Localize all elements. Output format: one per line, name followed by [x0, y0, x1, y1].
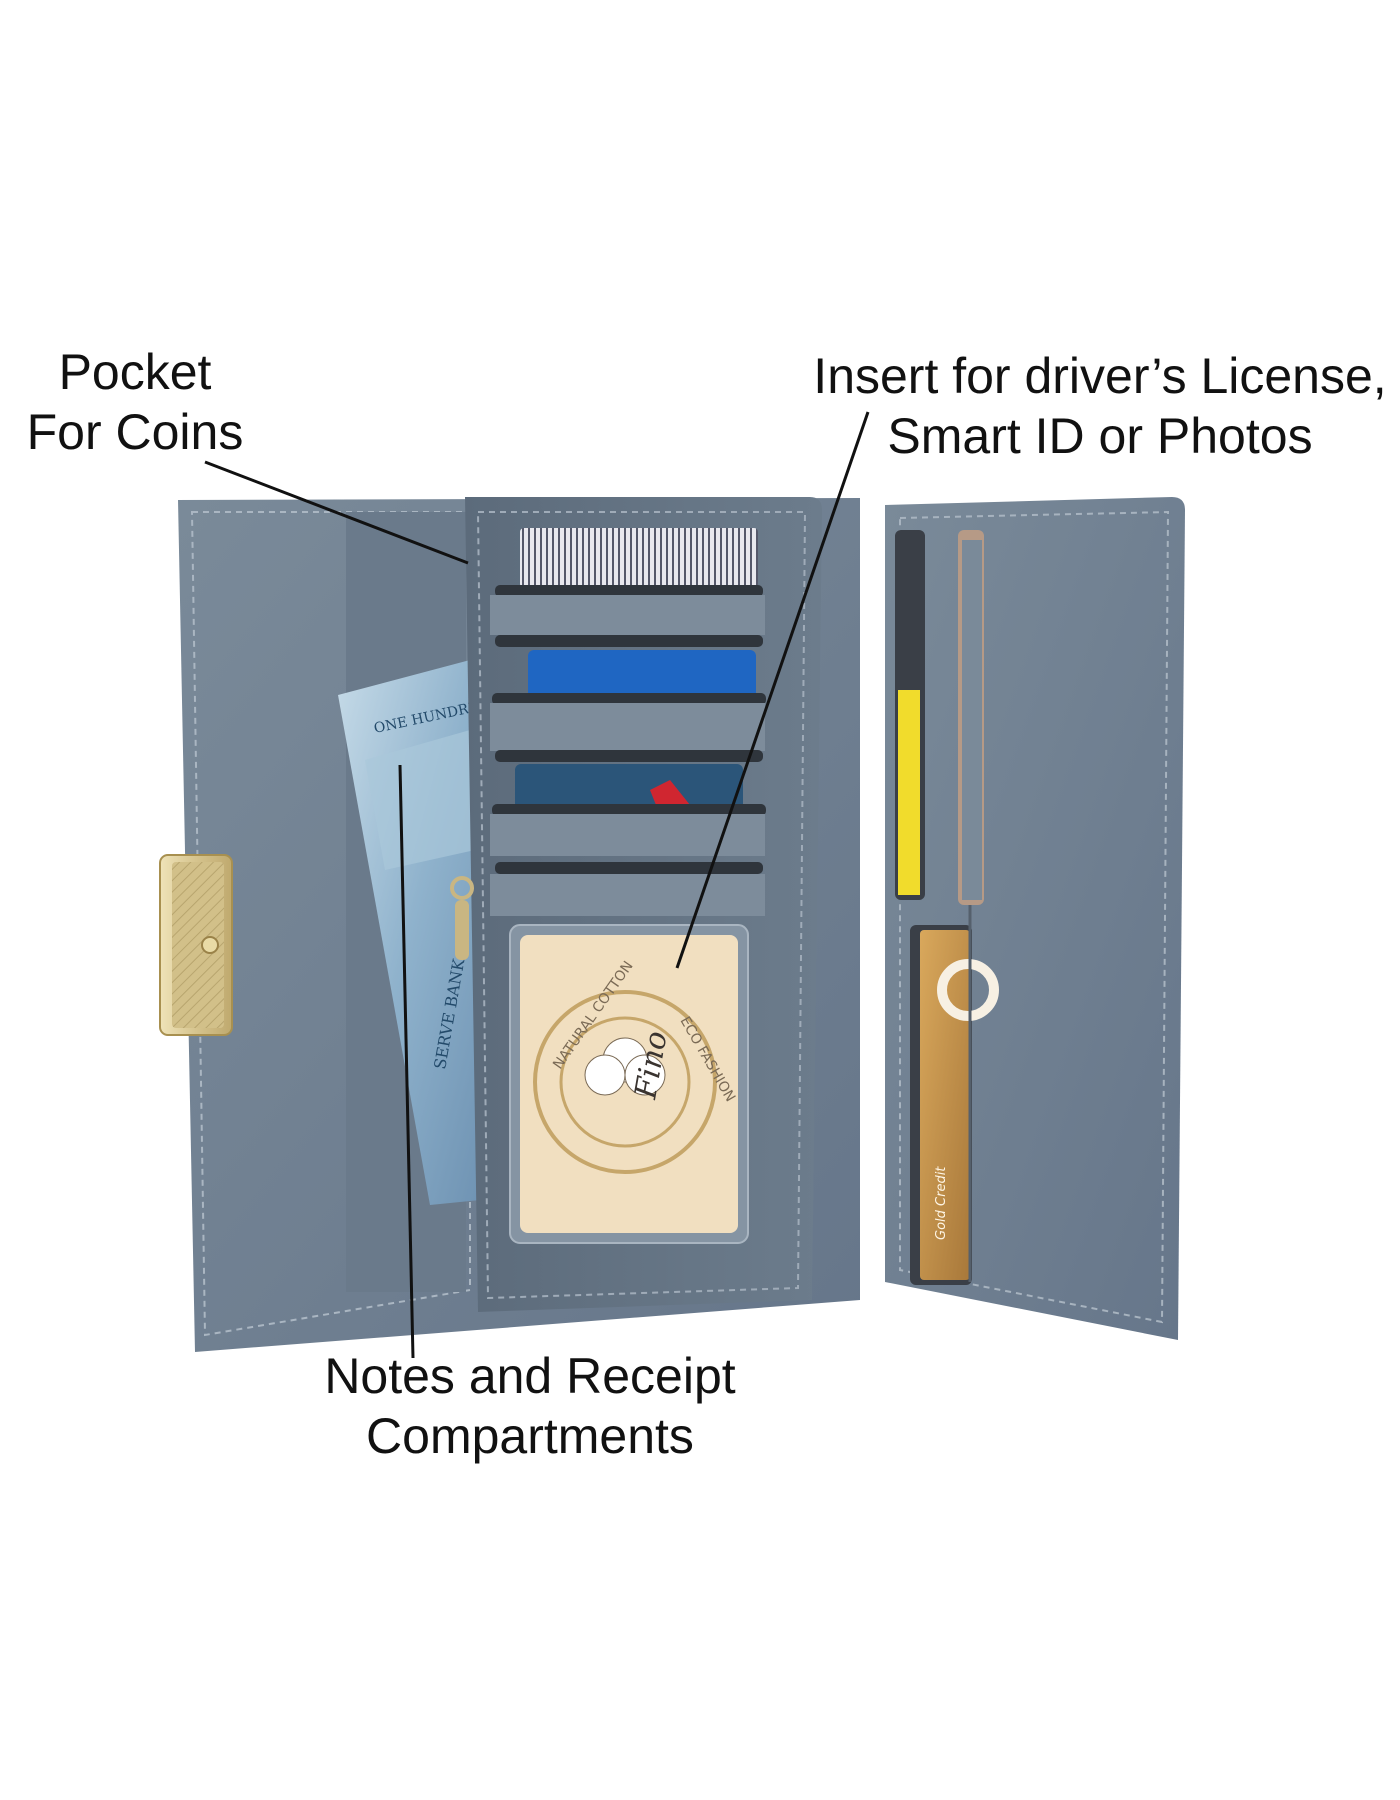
right-panel: Gold Credit: [885, 497, 1185, 1340]
center-card-panel: NATURAL COTTON ECO FASHION Fino: [465, 497, 822, 1312]
banknote: ONE HUNDRE SERVE BANK: [338, 660, 480, 1205]
callout-pocket-for-coins: Pocket For Coins: [10, 342, 260, 462]
callout-license-insert: Insert for driver’s License, Smart ID or…: [800, 346, 1400, 466]
callout-notes-compartments: Notes and Receipt Compartments: [290, 1346, 770, 1466]
callout-license-line1: Insert for driver’s License,: [813, 348, 1387, 404]
card-label-text: Gold Credit: [934, 1166, 949, 1240]
callout-lines: [204, 411, 870, 1359]
callout-coins-line2: For Coins: [26, 404, 244, 460]
callout-license-line2: Smart ID or Photos: [887, 408, 1313, 464]
callout-notes-line2: Compartments: [366, 1408, 694, 1464]
gold-clasp: [159, 854, 233, 1036]
yellow-card-edge: [898, 690, 920, 895]
callout-notes-line1: Notes and Receipt: [324, 1348, 736, 1404]
zipper-pull: [450, 876, 474, 960]
barcode-card: [520, 528, 758, 588]
callout-coins-line1: Pocket: [58, 344, 212, 400]
